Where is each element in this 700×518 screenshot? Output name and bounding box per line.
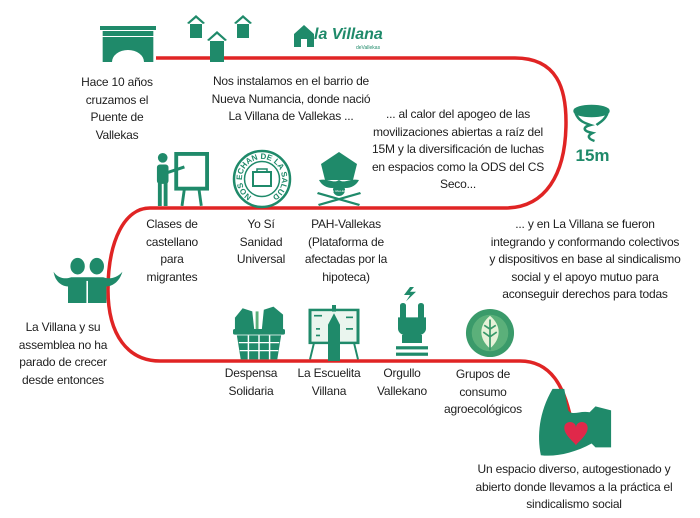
text-line: Universal: [236, 252, 286, 266]
text-line: desde entonces: [22, 372, 104, 387]
text-line: Yo Sí: [247, 217, 275, 231]
text-line: Puente de: [90, 110, 144, 124]
text-line: La Villana de Vallekas ...: [228, 109, 354, 123]
step-clases-text: Clases de castellano para migrantes: [146, 216, 198, 286]
text-line: y dispositivos en base al sindicalismo: [489, 252, 681, 266]
text-line: (Plataforma de: [308, 234, 384, 249]
text-line: migrantes: [146, 269, 198, 284]
logo-subtext: deVallekas: [356, 45, 381, 51]
text-line: movilizaciones abiertas a raíz del: [373, 124, 543, 139]
logo-text: la Villana: [314, 26, 383, 43]
step-grupos-text: Grupos de consumo agroecológicos: [444, 366, 522, 419]
text-line: Hace 10 años: [81, 75, 153, 89]
text-line: ... al calor del apogeo de las: [385, 107, 531, 121]
step-puente-text: Hace 10 años cruzamos el Puente de Vallekas: [81, 74, 153, 144]
raised-fist-icon: [396, 287, 428, 356]
step-colectivos-text: ... y en La Villana se fueron integrando …: [489, 216, 680, 304]
text-line: Villana: [311, 383, 347, 398]
text-line: parado de crecer: [19, 355, 107, 369]
text-line: social y el apoyo mutuo para: [511, 269, 659, 284]
text-line: Seco...: [440, 177, 476, 191]
bridge-icon: [100, 26, 156, 62]
text-line: 15M y la diversificación de luchas: [372, 142, 544, 156]
teacher-board-icon: [156, 152, 209, 206]
tornado-label: 15m: [575, 146, 609, 165]
tornado-15m-icon: 15m: [573, 104, 610, 165]
text-line: Sanidad: [239, 234, 283, 249]
text-line: La Villana y su: [25, 320, 101, 334]
text-line: abierto donde llevamos a la práctica el: [475, 479, 673, 494]
text-line: Despensa: [224, 366, 278, 380]
yo-si-sanidad-seal-icon: NOS ECHAN DE LA SALUD: [232, 149, 292, 209]
text-line: aconseguir derechos para todas: [502, 287, 668, 301]
leaf-badge-icon: [465, 308, 515, 358]
text-line: castellano: [145, 234, 199, 249]
text-line: ... y en La Villana se fueron: [515, 217, 655, 231]
text-line: Un espacio diverso, autogestionado y: [477, 462, 671, 476]
text-line: cruzamos el: [85, 92, 149, 107]
pah-text: PAH VALLEKAS: [328, 189, 350, 193]
text-line: Nueva Numancia, donde nació: [211, 91, 371, 106]
logo-house-icon: [294, 25, 314, 47]
text-line: La Escuelita: [297, 366, 361, 380]
text-line: Vallekano: [376, 383, 428, 398]
step-15m-text: ... al calor del apogeo de las movilizaci…: [372, 106, 544, 194]
la-villana-logo: la Villana deVallekas: [292, 23, 396, 53]
text-line: hipoteca): [322, 269, 370, 284]
text-line: afectadas por la: [304, 252, 388, 266]
step-final-text: Un espacio diverso, autogestionado y abie…: [476, 461, 673, 514]
text-line: Orgullo: [383, 366, 421, 380]
text-line: Vallekas: [95, 127, 139, 142]
text-line: assemblea no ha: [18, 337, 108, 352]
text-line: Nos instalamos en el barrio de: [212, 74, 370, 88]
step-barrio-text: Nos instalamos en el barrio de Nueva Numa…: [212, 73, 371, 126]
step-asamblea-text: La Villana y su assemblea no ha parado de …: [18, 319, 108, 389]
text-line: consumo: [459, 384, 507, 399]
pah-vallekas-icon: PAH VALLEKAS: [317, 152, 361, 206]
text-line: Clases de: [146, 217, 198, 231]
text-line: Grupos de: [455, 367, 511, 381]
text-line: integrando y conformando colectivos: [490, 234, 680, 249]
houses-icon: [187, 15, 252, 62]
text-line: PAH-Vallekas: [311, 217, 381, 231]
text-line: agroecológicos: [444, 402, 522, 416]
text-line: en espacios como la ODS del CS: [371, 159, 545, 174]
basket-icon: [233, 306, 285, 360]
text-line: sindicalismo social: [526, 497, 622, 511]
chalkboard-pencil-icon: [308, 305, 360, 361]
people-hug-icon: [53, 257, 123, 303]
step-pah-text: PAH-Vallekas (Plataforma de afectadas por …: [305, 216, 387, 286]
arm-heart-icon: [539, 388, 612, 456]
text-line: Solidaria: [228, 383, 274, 398]
text-line: para: [160, 252, 184, 266]
